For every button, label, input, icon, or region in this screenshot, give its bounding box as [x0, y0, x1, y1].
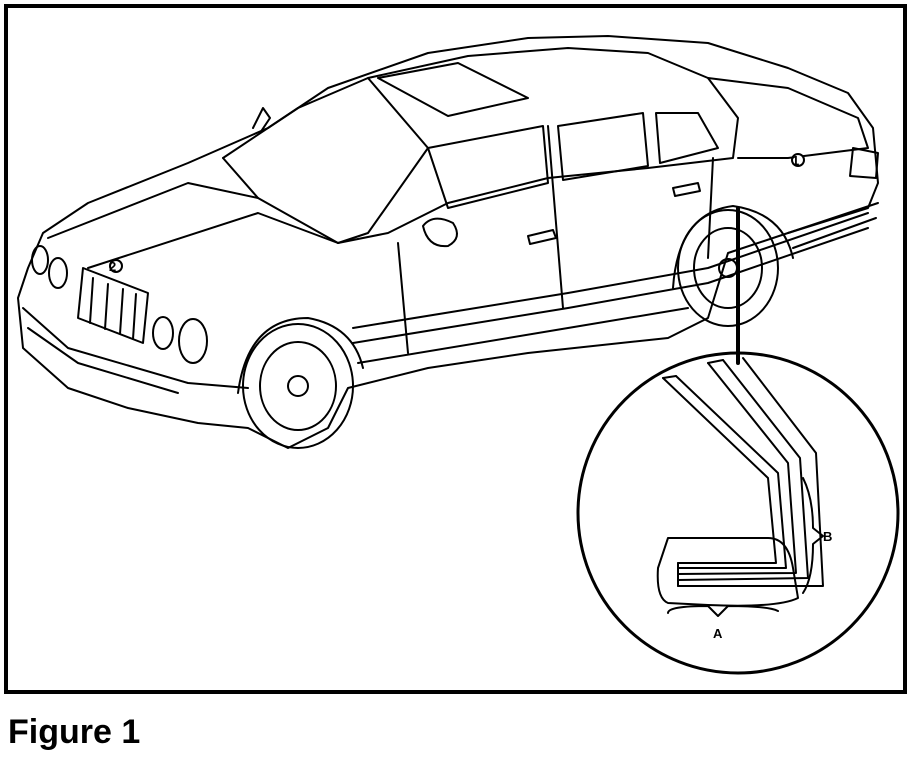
rear-bumper: [787, 202, 879, 249]
door-seam-middle: [547, 125, 564, 309]
hood-line: [47, 182, 259, 239]
front-marker-dot: [109, 259, 123, 273]
front-wheel-hub: [287, 375, 309, 397]
front-marker-label: 2: [109, 259, 116, 274]
headlight-left-inner: [48, 257, 68, 289]
grille-bars: [89, 277, 137, 340]
front-wheel-arch: [237, 317, 364, 394]
door-seam-front: [397, 242, 409, 354]
rear-marker-dot: [791, 153, 805, 167]
front-door-handle: [527, 229, 557, 245]
rear-door-handle: [672, 182, 701, 197]
front-bumper: [22, 307, 249, 394]
rear-door-window: [557, 112, 649, 181]
rocker-line: [357, 307, 689, 364]
side-strip-upper: [352, 212, 869, 329]
door-seam-rear: [707, 157, 714, 259]
bracket-a: [667, 605, 779, 617]
detail-label-b: B: [823, 529, 832, 544]
tail-light: [849, 147, 879, 179]
rear-wheel-rim: [693, 227, 763, 309]
antenna: [252, 107, 271, 134]
rear-marker-label: 1: [792, 153, 799, 168]
detail-circle: [576, 351, 900, 675]
front-door-window: [427, 125, 549, 209]
grille: [77, 267, 149, 344]
headlight-outer: [178, 318, 208, 364]
front-wheel-tire: [242, 323, 354, 449]
bracket-b: [802, 477, 824, 594]
car-illustration: 2 1 A B: [17, 35, 900, 675]
sunroof: [377, 62, 529, 117]
car-body-outline: [17, 35, 879, 449]
headlight-left-outer: [31, 245, 49, 275]
windshield: [222, 77, 429, 244]
molding-profile: [662, 357, 824, 587]
trunk-lid: [707, 77, 869, 159]
rear-wheel-arch: [672, 205, 794, 289]
clip-outline: [656, 537, 799, 607]
quarter-window: [655, 112, 719, 164]
headlight-inner: [152, 316, 174, 350]
car-roof: [222, 47, 739, 244]
mirror: [422, 217, 458, 248]
detail-label-a: A: [713, 626, 723, 641]
rear-wheel-tire: [677, 209, 779, 327]
front-wheel-rim: [259, 341, 337, 431]
hood-crease: [87, 212, 339, 269]
side-strip-lower: [352, 227, 869, 344]
figure-caption: Figure 1: [8, 713, 141, 751]
